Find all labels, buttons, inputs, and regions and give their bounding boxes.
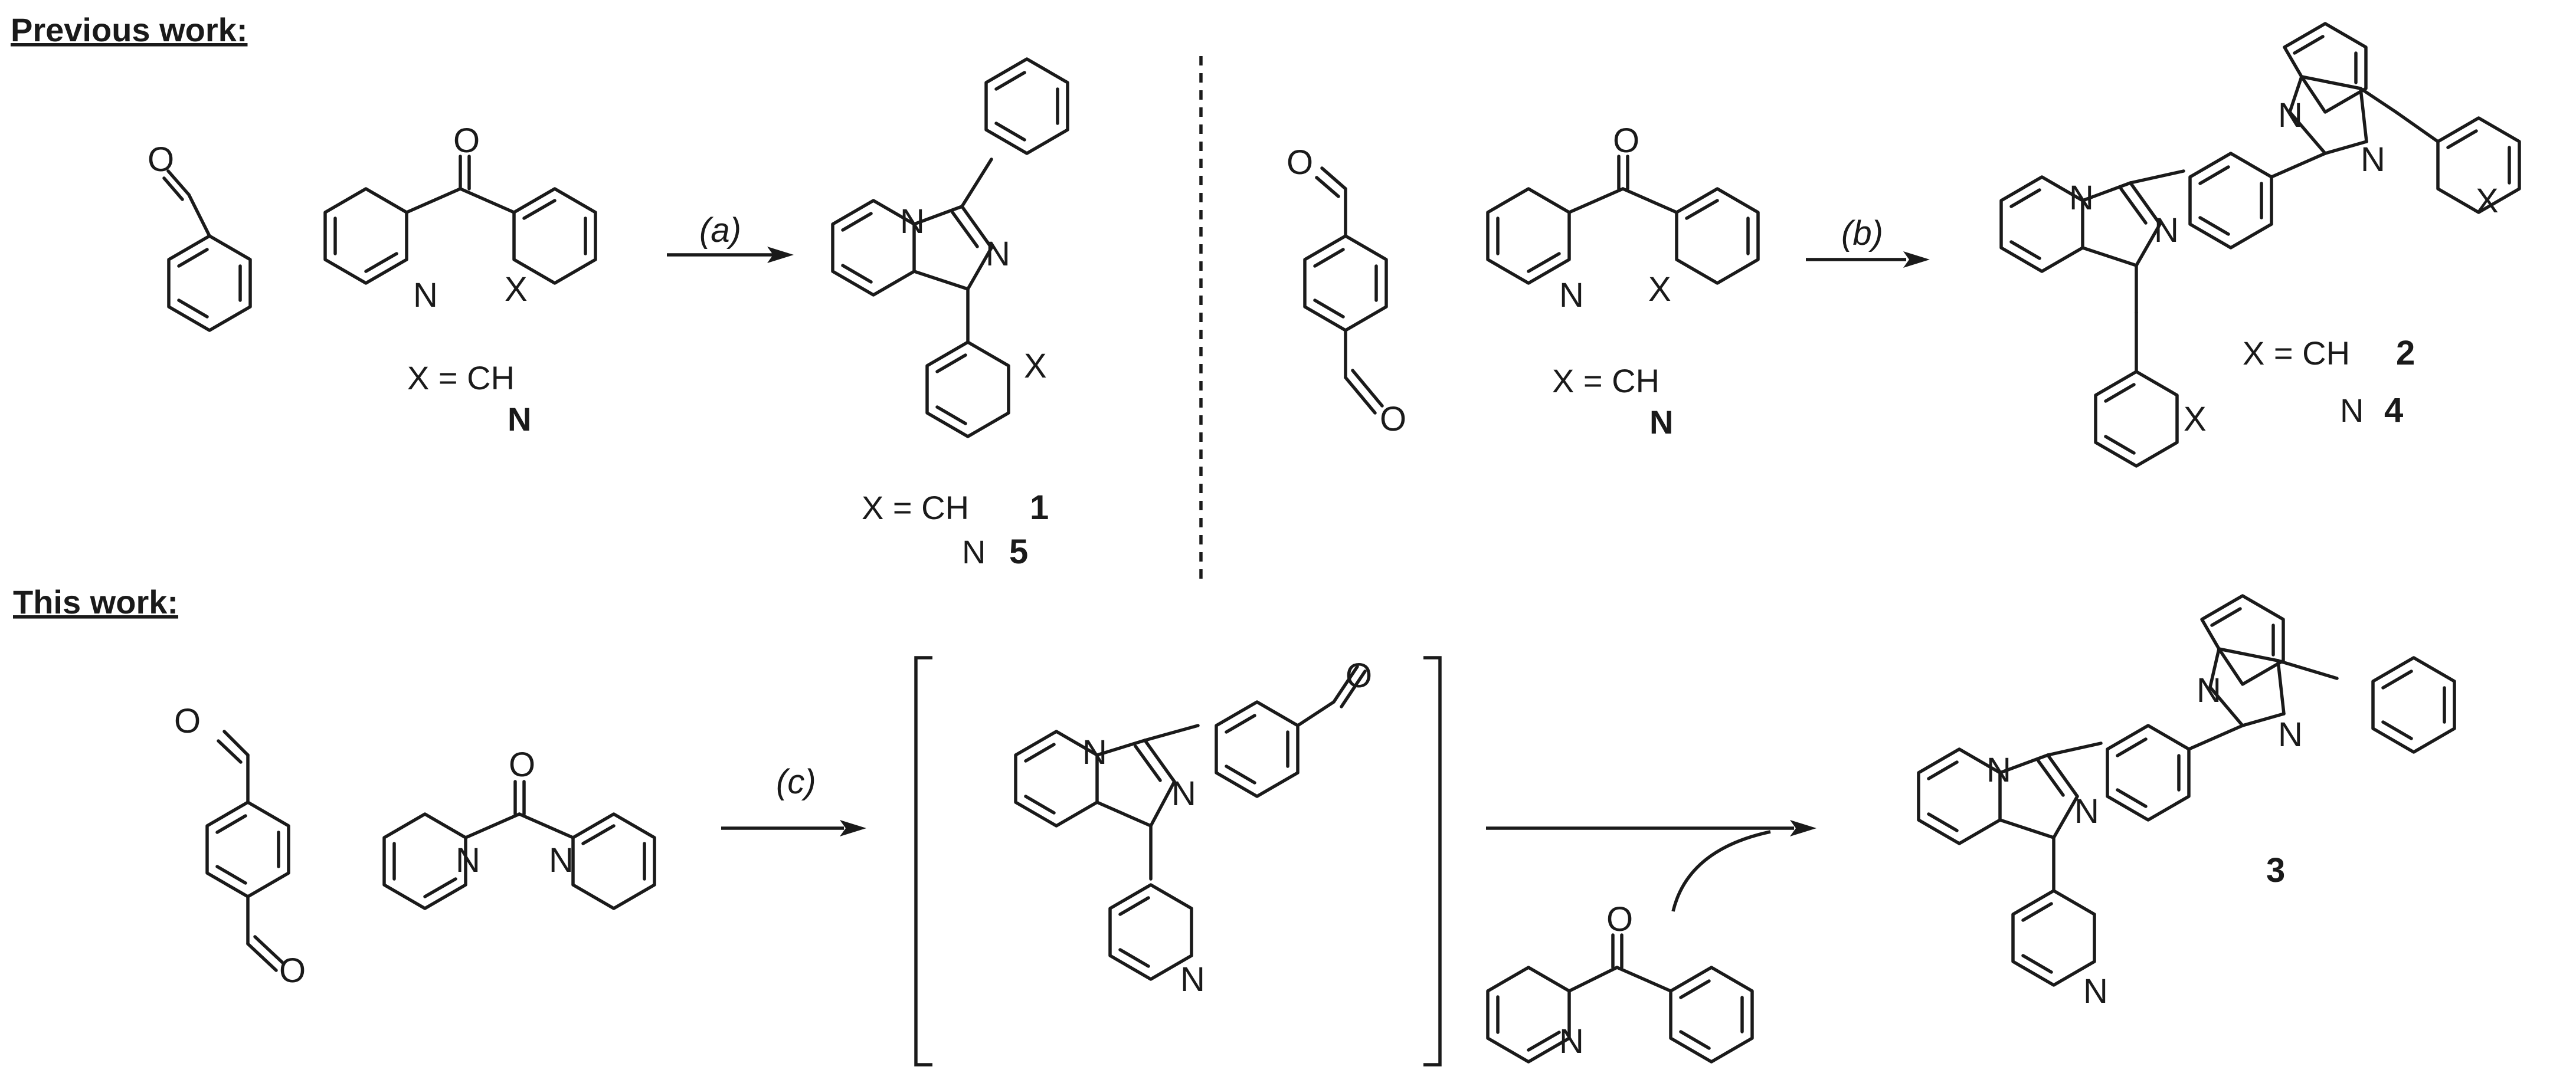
atom-N: N [1986, 751, 2011, 789]
bis-imidazopyridine-product-2: N N X N N X [1999, 22, 2521, 468]
dipyridyl-ketone-x-right: O N X [1486, 122, 1760, 314]
compound-number-2: 2 [2396, 334, 2415, 372]
atom-N: N [2197, 671, 2221, 710]
condition-a: (a) [699, 211, 741, 250]
atom-N: N [549, 841, 574, 880]
atom-O: O [174, 702, 201, 740]
atom-O: O [1287, 143, 1313, 182]
atom-O: O [1606, 900, 1633, 939]
atom-N: N [413, 276, 438, 314]
atom-X: X [2184, 400, 2207, 438]
atom-N: N [1559, 276, 1584, 314]
arrow-c: (c) [721, 763, 866, 836]
atom-N: N [1171, 775, 1196, 813]
terephthalaldehyde-top: O O [1287, 143, 1406, 438]
label-n: N [962, 533, 986, 570]
atom-N: N [2278, 96, 2303, 134]
label-x-eq-ch: X = CH [2243, 334, 2350, 372]
compound-number-1: 1 [1030, 488, 1049, 527]
arrow-b: (b) [1806, 214, 1930, 268]
atom-O: O [509, 746, 535, 784]
label-x-eq-ch: X = CH [862, 489, 969, 526]
heading-this-work: This work: [13, 583, 178, 621]
atom-O: O [279, 951, 306, 990]
benzoylpyridine: O N [1486, 900, 1752, 1064]
atom-O: O [453, 122, 480, 160]
atom-N: N [1180, 960, 1205, 999]
terephthalaldehyde-bottom: O O [174, 702, 306, 990]
label-n: N [1649, 403, 1673, 441]
atom-X: X [1648, 270, 1671, 309]
arrow-a: (a) [667, 211, 794, 263]
benzaldehyde: O [148, 140, 250, 330]
compound-number-3: 3 [2266, 851, 2285, 890]
heading-previous-work: Previous work: [11, 11, 247, 48]
atom-N: N [2361, 140, 2385, 179]
label-x-eq-ch: X = CH [1552, 362, 1659, 399]
label-n: N [2340, 392, 2364, 429]
atom-N: N [2154, 211, 2179, 250]
bis-imidazopyridine-product-3: N N N N N [1917, 594, 2454, 1010]
atom-O: O [1346, 657, 1372, 695]
dipyridyl-ketone: O N N [382, 746, 656, 910]
intermediate-brackets [914, 656, 1442, 1067]
condition-c: (c) [776, 763, 816, 801]
atom-X: X [1024, 347, 1047, 385]
compound-number-5: 5 [1009, 533, 1028, 571]
atom-X: X [2476, 182, 2499, 220]
atom-N: N [986, 235, 1010, 273]
dipyridyl-ketone-x: O N X [323, 122, 597, 314]
atom-X: X [505, 270, 528, 309]
arrow-second-step [1486, 820, 1816, 912]
aldehyde-intermediate: N N N O [1014, 657, 1372, 999]
atom-O: O [1380, 400, 1406, 438]
atom-N: N [900, 202, 925, 241]
atom-N: N [2069, 179, 2094, 217]
label-x-eq-ch: X = CH [407, 359, 515, 396]
imidazopyridine-product-1: N N X [831, 59, 1068, 438]
atom-N: N [2278, 716, 2303, 754]
atom-N: N [1082, 733, 1107, 772]
atom-O: O [1613, 122, 1639, 160]
atom-N: N [1559, 1022, 1584, 1061]
atom-N: N [2083, 972, 2108, 1010]
compound-number-4: 4 [2384, 391, 2403, 429]
condition-b: (b) [1841, 214, 1883, 252]
atom-O: O [148, 140, 174, 179]
atom-N: N [2074, 792, 2099, 831]
atom-N: N [456, 841, 480, 880]
label-n: N [508, 401, 531, 438]
